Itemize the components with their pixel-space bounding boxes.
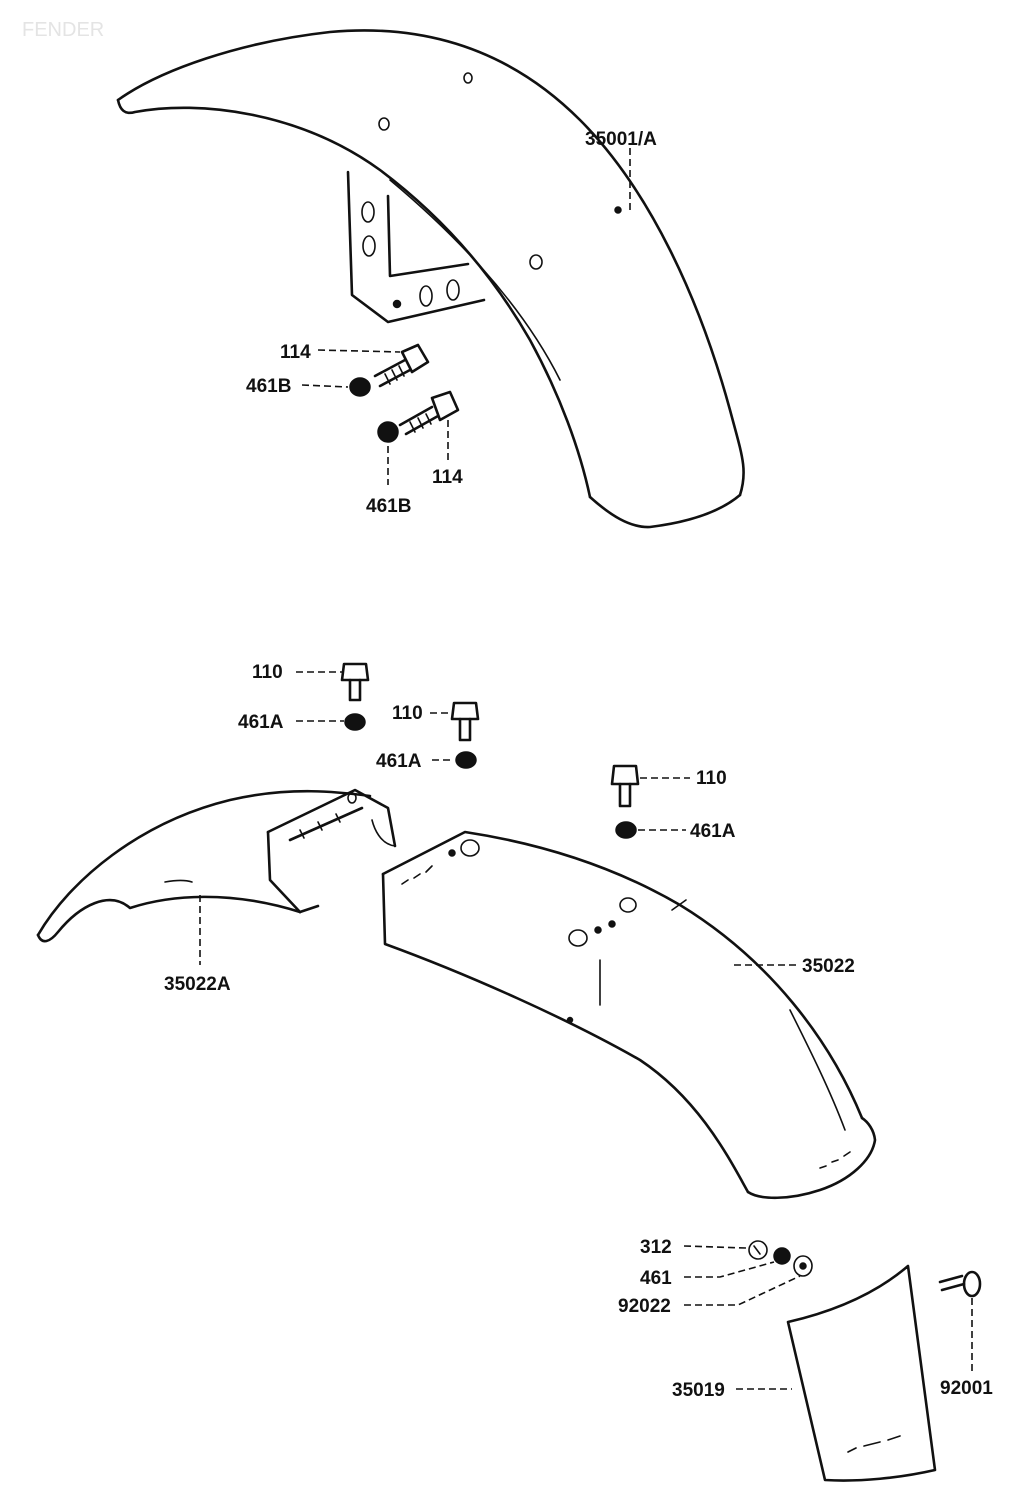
washer-461a-middle xyxy=(455,751,477,769)
bolt-114-upper xyxy=(373,343,430,388)
label-461: 461 xyxy=(640,1268,672,1289)
label-312: 312 xyxy=(640,1237,672,1258)
label-114-upper: 114 xyxy=(280,342,311,363)
washer-461 xyxy=(773,1247,791,1265)
label-461b-upper: 461B xyxy=(246,376,291,397)
label-461a-left: 461A xyxy=(238,712,284,733)
washer-461a-left xyxy=(344,713,366,731)
bolt-110-left xyxy=(340,662,370,702)
label-92022: 92022 xyxy=(618,1296,671,1317)
label-35022: 35022 xyxy=(802,956,855,977)
washer-461b-lower xyxy=(377,421,399,443)
label-110-middle: 110 xyxy=(392,703,423,724)
label-461a-right: 461A xyxy=(690,821,736,842)
washer-461a-right xyxy=(615,821,637,839)
label-35001a: 35001/A xyxy=(585,129,657,150)
bolt-110-middle xyxy=(450,701,480,742)
bolt-92001 xyxy=(938,1270,982,1298)
label-110-left: 110 xyxy=(252,662,283,683)
label-114-lower: 114 xyxy=(432,467,463,488)
label-35022a: 35022A xyxy=(164,974,231,995)
label-110-right: 110 xyxy=(696,768,727,789)
diagram-title: FENDER xyxy=(22,19,104,41)
bolt-110-right xyxy=(610,764,640,808)
washer-461b-upper xyxy=(349,377,371,397)
label-461a-middle: 461A xyxy=(376,751,422,772)
label-92001: 92001 xyxy=(940,1378,993,1399)
front-fender-bracket xyxy=(346,170,486,324)
bolt-114-lower xyxy=(398,390,460,436)
label-461b-lower: 461B xyxy=(366,496,411,517)
nut-312 xyxy=(748,1240,768,1260)
rear-fender-front-section xyxy=(36,788,397,943)
mud-flap xyxy=(786,1264,937,1482)
front-fender xyxy=(116,29,745,529)
label-35019: 35019 xyxy=(672,1380,725,1401)
rear-fender xyxy=(381,830,877,1200)
washer-92022 xyxy=(793,1255,813,1277)
